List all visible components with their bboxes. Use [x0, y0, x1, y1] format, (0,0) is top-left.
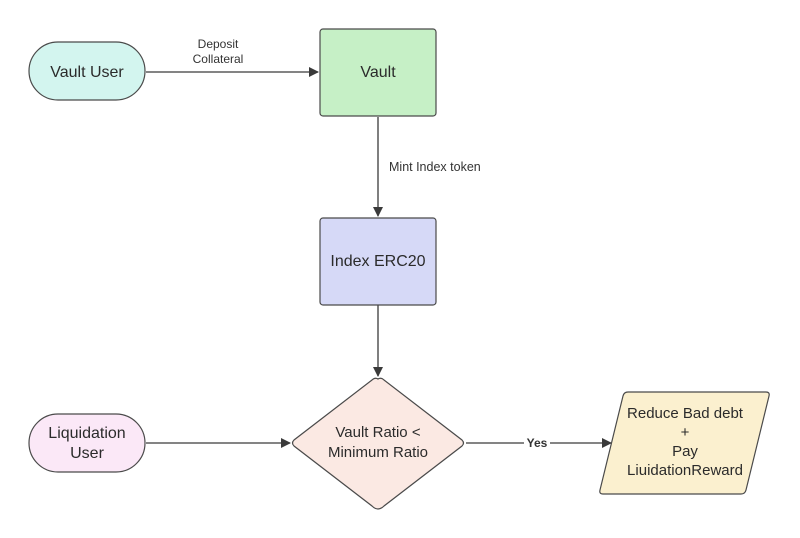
action-data-parallelogram-shape [599, 391, 770, 495]
decision-diamond-shape [291, 377, 465, 510]
edge-label-deposit-line1: Deposit [198, 37, 239, 51]
edge-label-deposit-line2: Collateral [193, 52, 244, 66]
vault-user-label: Vault User [50, 64, 124, 81]
decision-label-line1: Vault Ratio < [335, 424, 420, 441]
liquidation-user-terminal-shape [28, 413, 146, 473]
action-label-line4: LiuidationReward [627, 462, 743, 479]
edge-label-yes: Yes [527, 436, 548, 450]
vault-user-terminal-shape [28, 41, 146, 101]
node-action: Reduce Bad debt + Pay LiuidationReward [599, 391, 770, 495]
node-vault: Vault [319, 28, 437, 117]
edge-label-yes-background [524, 434, 550, 450]
action-label-line2: + [681, 424, 690, 441]
edge-label-mint: Mint Index token [389, 160, 481, 174]
action-label-line3: Pay [672, 443, 698, 460]
index-erc20-process-shape [319, 217, 437, 306]
node-decision: Vault Ratio < Minimum Ratio [291, 377, 465, 510]
vault-label: Vault [360, 64, 396, 81]
node-vault-user: Vault User [28, 41, 146, 101]
vault-process-shape [319, 28, 437, 117]
liquidation-user-label-line2: User [70, 445, 104, 462]
node-index-erc20: Index ERC20 [319, 217, 437, 306]
liquidation-user-label-line1: Liquidation [48, 425, 125, 442]
action-label-line1: Reduce Bad debt [627, 405, 744, 422]
node-liquidation-user: Liquidation User [28, 413, 146, 473]
index-erc20-label: Index ERC20 [330, 253, 425, 270]
decision-label-line2: Minimum Ratio [328, 444, 428, 461]
